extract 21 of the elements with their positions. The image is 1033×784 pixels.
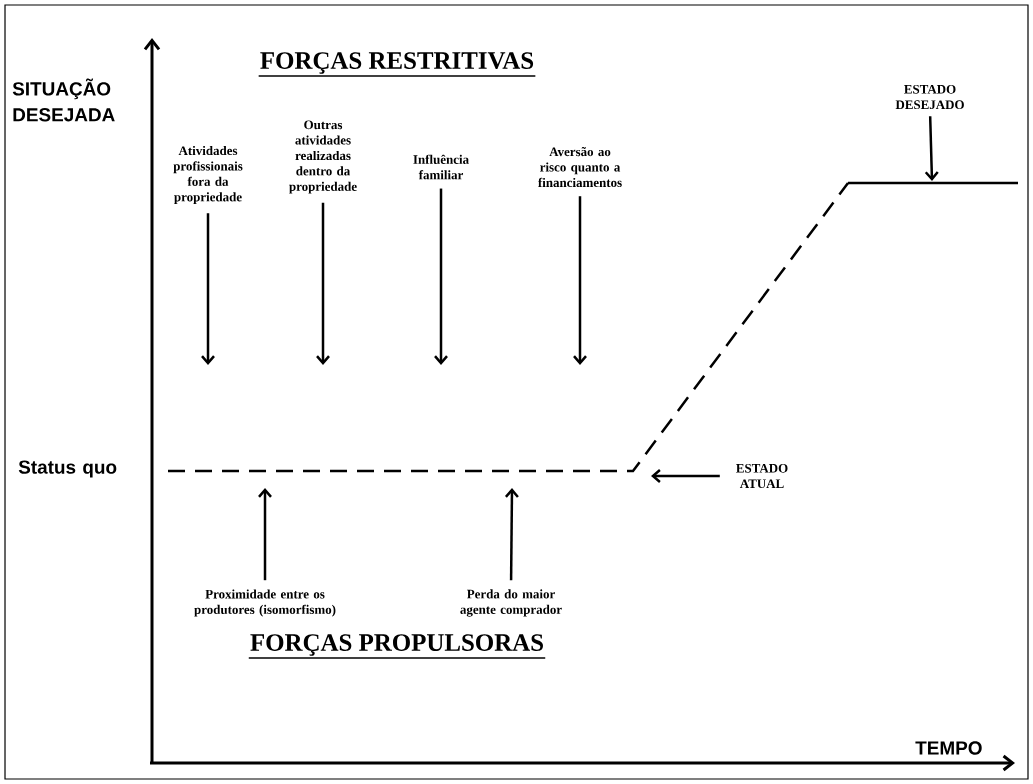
force-label: ESTADO DESEJADO (895, 84, 964, 110)
arrow (316, 202, 330, 365)
axis-label: Status quo (18, 460, 117, 478)
section-heading: FORÇAS PROPULSORAS (248, 634, 546, 659)
force-label: Proximidade entre os produtores (isomorfismo) (194, 589, 336, 617)
arrow (504, 488, 519, 581)
arrow (573, 196, 587, 365)
arrow (924, 116, 939, 181)
force-label: Atividades profissionais fora da propriedade (173, 145, 243, 204)
force-label: Outras atividades realizadas dentro da propriedade (289, 120, 357, 194)
section-heading: FORÇAS RESTRITIVAS (257, 52, 537, 77)
arrow (201, 213, 215, 365)
force-label: Aversão ao risco quanto a financiamentos (538, 146, 622, 187)
force-label: ESTADO ATUAL (736, 463, 788, 489)
force-label: Perda do maior agente comprador (460, 589, 562, 617)
arrow (434, 188, 448, 365)
arrow (258, 488, 272, 581)
force-label: Influência familiar (413, 154, 469, 180)
axis-label: TEMPO (915, 741, 982, 755)
axis-label: SITUAÇÃO DESEJADA (12, 78, 115, 122)
arrow (651, 469, 720, 483)
